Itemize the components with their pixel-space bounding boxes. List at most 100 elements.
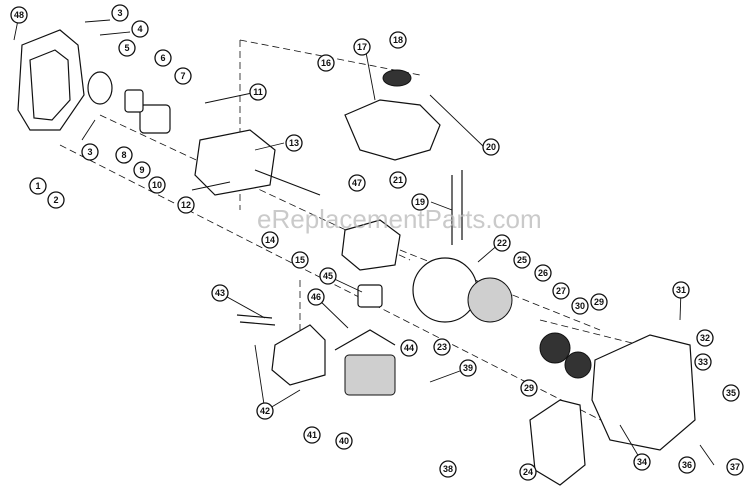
callout-12: 12 <box>177 196 195 214</box>
svg-text:29: 29 <box>594 297 604 307</box>
svg-text:1: 1 <box>35 181 40 191</box>
callout-14: 14 <box>261 231 279 249</box>
svg-text:11: 11 <box>253 87 263 97</box>
callout-42: 42 <box>256 402 274 420</box>
svg-text:36: 36 <box>682 460 692 470</box>
callout-5: 5 <box>118 39 136 57</box>
svg-text:45: 45 <box>323 271 333 281</box>
svg-text:23: 23 <box>437 342 447 352</box>
callout-46: 46 <box>307 288 325 306</box>
callout-13: 13 <box>285 134 303 152</box>
svg-text:43: 43 <box>215 288 225 298</box>
callout-3b: 3 <box>81 143 99 161</box>
ignition-housing-part <box>412 257 478 323</box>
svg-text:32: 32 <box>700 333 710 343</box>
starter-housing-part <box>591 334 696 451</box>
svg-text:47: 47 <box>352 178 362 188</box>
callout-33: 33 <box>694 353 712 371</box>
callout-19: 19 <box>411 193 429 211</box>
callout-36: 36 <box>678 456 696 474</box>
callout-31: 31 <box>672 281 690 299</box>
svg-text:29: 29 <box>524 383 534 393</box>
svg-text:13: 13 <box>289 138 299 148</box>
callout-22: 22 <box>493 234 511 252</box>
svg-text:2: 2 <box>53 195 58 205</box>
svg-text:44: 44 <box>404 343 414 353</box>
svg-text:30: 30 <box>575 301 585 311</box>
callout-1: 1 <box>29 177 47 195</box>
svg-text:34: 34 <box>637 457 647 467</box>
svg-text:15: 15 <box>295 255 305 265</box>
callout-4: 4 <box>131 20 149 38</box>
svg-text:6: 6 <box>160 53 165 63</box>
svg-text:39: 39 <box>463 363 473 373</box>
crankcase-part <box>341 219 401 271</box>
callout-23: 23 <box>433 338 451 356</box>
svg-text:26: 26 <box>538 268 548 278</box>
svg-text:4: 4 <box>137 24 142 34</box>
svg-text:17: 17 <box>357 42 367 52</box>
svg-text:21: 21 <box>393 175 403 185</box>
svg-text:8: 8 <box>121 150 126 160</box>
filter-part <box>87 71 113 105</box>
callout-11: 11 <box>249 83 267 101</box>
svg-text:5: 5 <box>124 43 129 53</box>
callout-25: 25 <box>513 251 531 269</box>
watermark: eReplacementParts.com <box>257 204 542 234</box>
callout-10: 10 <box>148 176 166 194</box>
callout-40: 40 <box>335 432 353 450</box>
callout-43: 43 <box>211 284 229 302</box>
svg-text:9: 9 <box>139 165 144 175</box>
callout-45: 45 <box>319 267 337 285</box>
callout-24: 24 <box>519 463 537 481</box>
svg-text:7: 7 <box>180 71 185 81</box>
parts-artwork <box>17 29 696 486</box>
callout-9: 9 <box>133 161 151 179</box>
svg-text:24: 24 <box>523 467 533 477</box>
svg-text:3: 3 <box>117 8 122 18</box>
callout-2: 2 <box>47 191 65 209</box>
fuel-cap-part <box>382 69 412 87</box>
callout-29b: 29 <box>520 379 538 397</box>
fuel-tank-part <box>344 99 441 161</box>
callout-44: 44 <box>400 339 418 357</box>
callout-17: 17 <box>353 38 371 56</box>
callout-6: 6 <box>154 49 172 67</box>
callout-38: 38 <box>439 460 457 478</box>
svg-text:10: 10 <box>152 180 162 190</box>
svg-text:27: 27 <box>556 286 566 296</box>
handle-part <box>529 399 586 486</box>
callout-16: 16 <box>317 54 335 72</box>
svg-text:35: 35 <box>726 388 736 398</box>
svg-text:46: 46 <box>311 292 321 302</box>
cylinder-part <box>344 354 396 396</box>
intake-part <box>194 129 276 196</box>
svg-text:3: 3 <box>87 147 92 157</box>
callout-29: 29 <box>590 293 608 311</box>
svg-text:42: 42 <box>260 406 270 416</box>
callout-27: 27 <box>552 282 570 300</box>
callout-3: 3 <box>111 4 129 22</box>
callout-8: 8 <box>115 146 133 164</box>
callout-18: 18 <box>389 31 407 49</box>
svg-text:25: 25 <box>517 255 527 265</box>
pulley-part <box>539 332 571 364</box>
flywheel-part <box>467 277 513 323</box>
piston-part <box>357 284 383 308</box>
callout-20: 20 <box>482 138 500 156</box>
callout-41: 41 <box>303 426 321 444</box>
callout-21: 21 <box>389 171 407 189</box>
callout-26: 26 <box>534 264 552 282</box>
svg-text:14: 14 <box>265 235 275 245</box>
svg-text:48: 48 <box>14 10 24 20</box>
callout-48: 48 <box>10 6 28 24</box>
callout-32: 32 <box>696 329 714 347</box>
carburetor-part <box>139 104 171 134</box>
callout-35: 35 <box>722 384 740 402</box>
callout-39: 39 <box>459 359 477 377</box>
svg-text:16: 16 <box>321 58 331 68</box>
svg-text:31: 31 <box>676 285 686 295</box>
svg-text:12: 12 <box>181 200 191 210</box>
svg-text:38: 38 <box>443 464 453 474</box>
